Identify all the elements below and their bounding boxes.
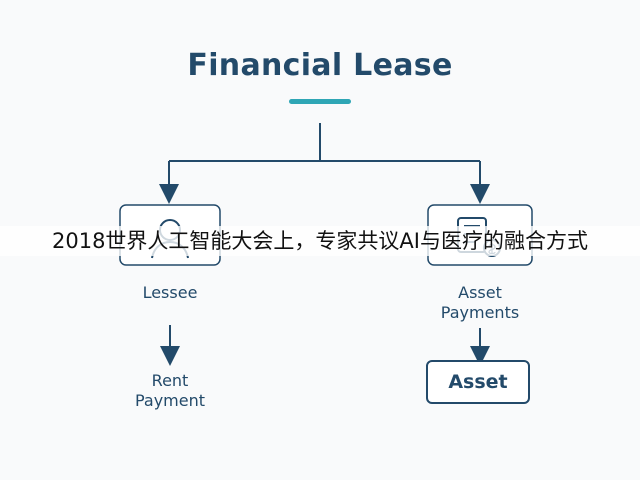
- diagram-title: Financial Lease: [187, 48, 453, 83]
- asset-node: Asset: [426, 360, 530, 404]
- title-underline: [289, 99, 351, 104]
- rent-payment-label: Rent Payment: [134, 371, 206, 410]
- asset-payments-label: Asset Payments: [440, 283, 520, 322]
- overlay-caption: 2018世界人工智能大会上，专家共议AI与医疗的融合方式: [0, 226, 640, 256]
- lessee-label: Lessee: [142, 283, 198, 302]
